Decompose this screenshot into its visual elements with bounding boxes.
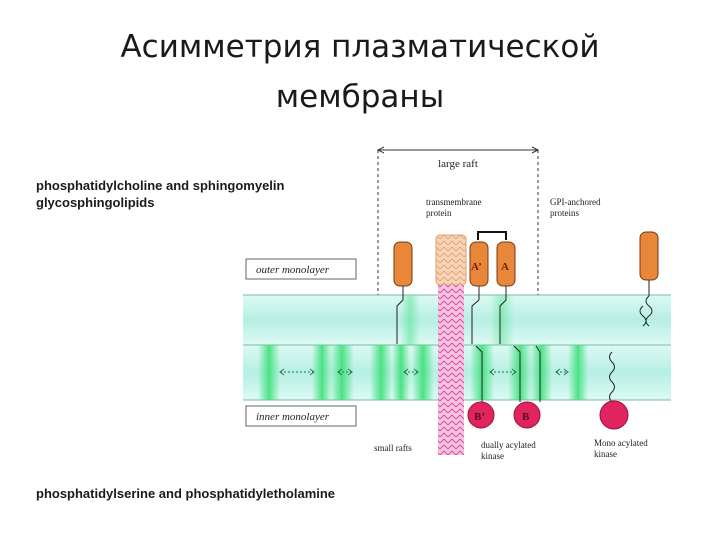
outer-monolayer-box <box>245 258 357 280</box>
mono-acylated-kinase <box>599 400 629 430</box>
outer-lipids-label-line2: glycosphingolipids <box>36 195 155 210</box>
transmembrane-label-line1: transmembrane <box>426 197 481 207</box>
protein-a-label: A <box>501 261 509 273</box>
gpi-label-line1: GPI-anchored <box>550 197 601 207</box>
gpi-label-line2: proteins <box>550 208 579 218</box>
kinase-b <box>513 401 541 429</box>
inner-lipids-label: phosphatidylserine and phosphatidylethol… <box>36 486 336 501</box>
mono-acylated-label-line1: Mono acylated <box>594 438 648 448</box>
raft-strip <box>370 345 392 400</box>
dually-acylated-label-line1: dually acylated <box>481 440 536 450</box>
acyl-chains <box>475 345 615 403</box>
mono-acylated-label-line2: kinase <box>594 449 617 459</box>
large-raft-label: large raft <box>438 158 478 170</box>
slide-title-line2: мембраны <box>275 79 445 115</box>
protein-a-prime <box>469 241 489 344</box>
raft-strip <box>258 345 280 400</box>
raft-strip-outer <box>400 295 420 345</box>
inner-monolayer-box <box>245 405 357 427</box>
transmembrane-protein-top <box>435 234 467 286</box>
slide-title-line1: Асимметрия плазматической <box>120 29 600 65</box>
dually-acylated-label-line2: kinase <box>481 451 504 461</box>
kinase-b-prime-label: B’ <box>474 411 485 423</box>
outer-monolayer-label: outer monolayer <box>256 264 330 276</box>
raft-strip <box>312 345 332 400</box>
kinase-b-prime <box>467 401 495 429</box>
protein-a <box>496 241 516 344</box>
raft-strip <box>530 345 552 400</box>
raft-strip-outer <box>490 295 514 345</box>
raft-arrows <box>279 368 569 376</box>
inner-monolayer-label: inner monolayer <box>256 411 330 423</box>
gpi-protein-left <box>393 241 413 344</box>
raft-strip <box>568 345 588 400</box>
slide-title: Асимметрия плазматической мембраны <box>0 22 720 122</box>
transmembrane-protein-span <box>438 285 464 455</box>
transmembrane-label-line2: protein <box>426 208 452 218</box>
small-rafts-label: small rafts <box>374 443 412 453</box>
kinase-b-label: B <box>522 411 530 423</box>
raft-strip <box>392 345 410 400</box>
large-raft-bracket <box>376 146 540 295</box>
outer-lipids-label-line1: phosphatidylcholine and sphingomyelin <box>36 178 285 193</box>
raft-strip <box>412 345 434 400</box>
protein-a-prime-label: A’ <box>471 261 482 273</box>
gpi-protein-right <box>639 231 659 327</box>
dimer-bracket <box>477 231 507 240</box>
